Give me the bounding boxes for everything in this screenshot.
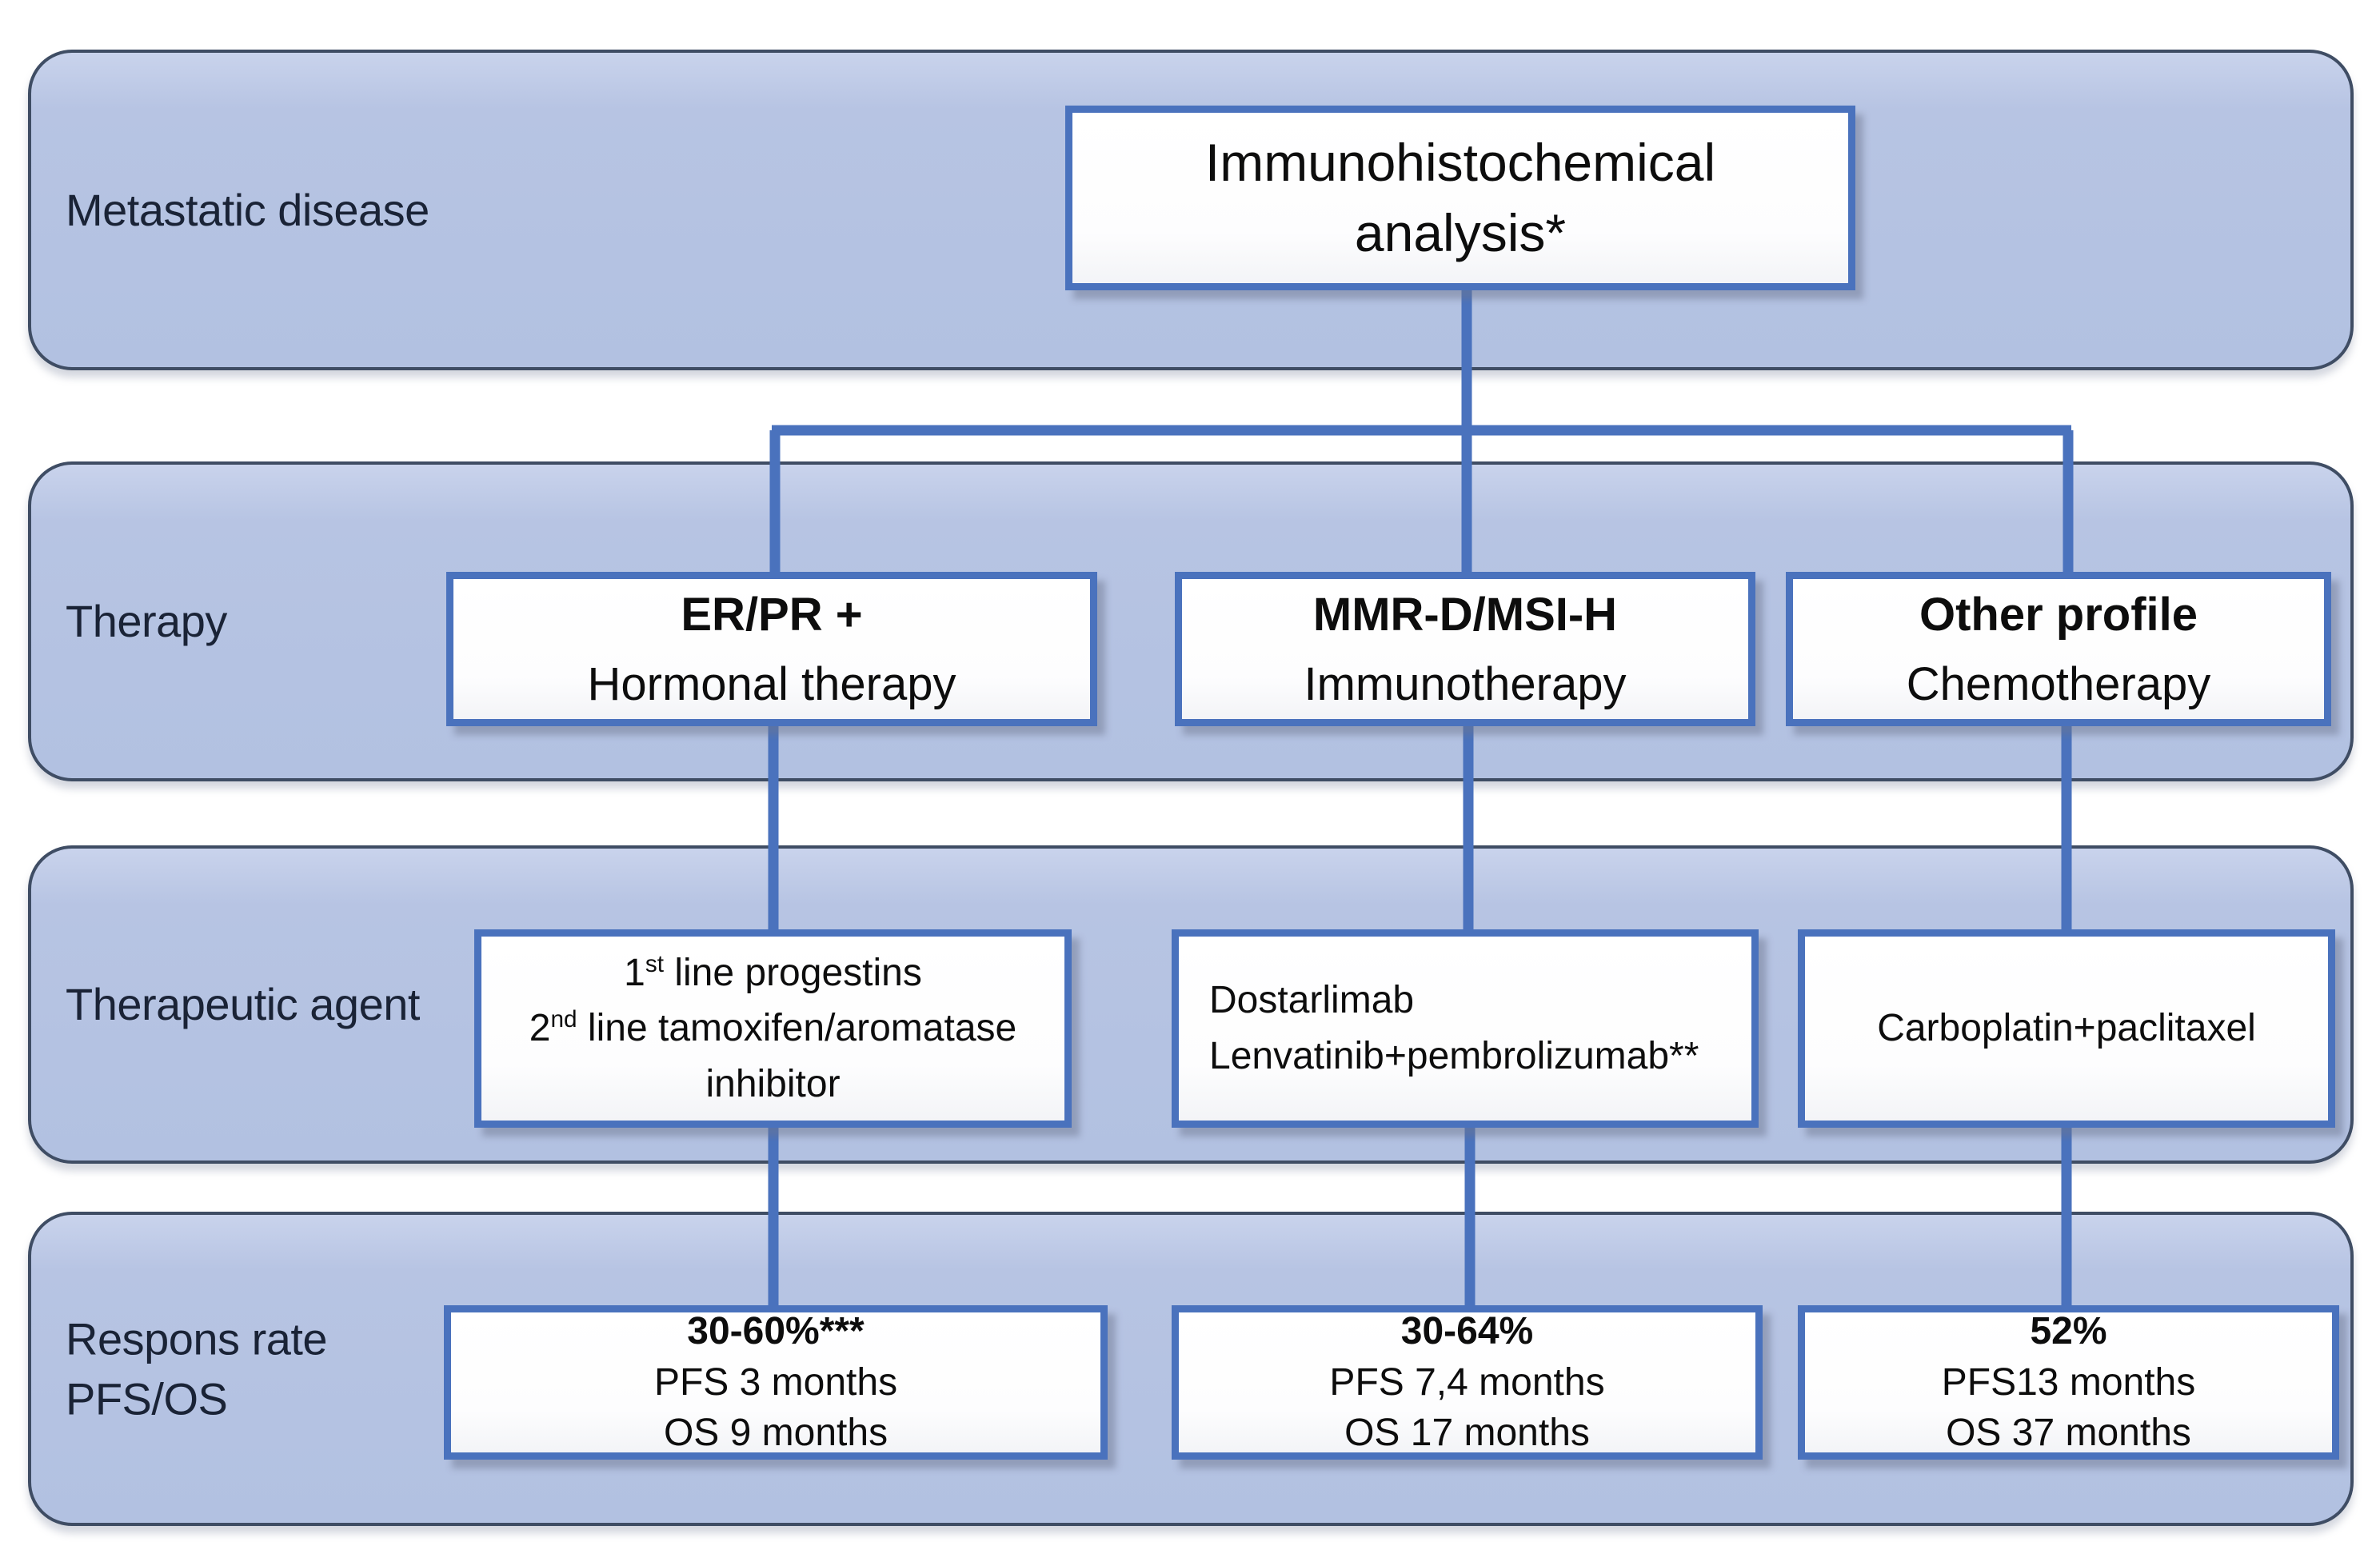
agent-hormonal-line3: inhibitor xyxy=(705,1062,841,1105)
response-box-immunotherapy: 30-64% PFS 7,4 months OS 17 months xyxy=(1172,1305,1763,1460)
therapy-immunotherapy: Immunotherapy xyxy=(1304,657,1627,710)
band-label-metastatic-disease: Metastatic disease xyxy=(66,184,429,235)
response-pfs-hormonal: PFS 3 months xyxy=(653,1360,898,1404)
therapy-box-hormonal: ER/PR + Hormonal therapy xyxy=(446,572,1097,726)
profile-other: Other profile xyxy=(1919,588,2198,641)
band-label-respons-rate-line: Respons rate xyxy=(66,1312,328,1364)
profile-mmr-d-msi-h: MMR-D/MSI-H xyxy=(1312,588,1618,641)
agent-hormonal-line1: 1st line progestins xyxy=(624,950,922,994)
agent-chemo-line1: Carboplatin+paclitaxel xyxy=(1877,1007,2256,1050)
therapy-box-immunotherapy: MMR-D/MSI-H Immunotherapy xyxy=(1175,572,1755,726)
root-box-line2: analysis* xyxy=(1354,202,1567,262)
response-box-hormonal: 30-60%*** PFS 3 months OS 9 months xyxy=(444,1305,1108,1460)
response-rate-chemo: 52% xyxy=(2030,1310,2107,1353)
response-pfs-immuno: PFS 7,4 months xyxy=(1329,1360,1605,1404)
therapy-hormonal: Hormonal therapy xyxy=(587,657,956,710)
response-rate-hormonal: 30-60%*** xyxy=(687,1310,865,1353)
agent-box-chemotherapy: Carboplatin+paclitaxel xyxy=(1798,929,2335,1128)
response-os-chemo: OS 37 months xyxy=(1946,1412,2191,1455)
therapy-chemotherapy: Chemotherapy xyxy=(1906,657,2211,710)
band-label-therapeutic-agent: Therapeutic agent xyxy=(66,979,420,1030)
agent-box-hormonal: 1st line progestins 2nd line tamoxifen/a… xyxy=(474,929,1072,1128)
agent-hormonal-line2: 2nd line tamoxifen/aromatase xyxy=(529,1006,1017,1050)
band-label-therapy: Therapy xyxy=(66,596,227,647)
therapy-box-chemotherapy: Other profile Chemotherapy xyxy=(1786,572,2331,726)
band-label-pfs-os-line: PFS/OS xyxy=(66,1373,228,1424)
agent-immuno-line1: Dostarlimab xyxy=(1209,979,1415,1022)
agent-box-immunotherapy: Dostarlimab Lenvatinib+pembrolizumab** xyxy=(1172,929,1759,1128)
root-box-line1: Immunohistochemical xyxy=(1204,133,1716,193)
agent-immuno-line2: Lenvatinib+pembrolizumab** xyxy=(1209,1035,1699,1077)
response-rate-immuno: 30-64% xyxy=(1400,1310,1534,1353)
band-label-response-rate: Respons rate PFS/OS xyxy=(66,1308,328,1429)
root-box-immunohistochemical-analysis: Immunohistochemical analysis* xyxy=(1065,106,1855,290)
response-pfs-chemo: PFS13 months xyxy=(1941,1360,2196,1404)
response-box-chemotherapy: 52% PFS13 months OS 37 months xyxy=(1798,1305,2339,1460)
profile-er-pr: ER/PR + xyxy=(681,588,863,641)
response-os-immuno: OS 17 months xyxy=(1344,1412,1590,1455)
response-os-hormonal: OS 9 months xyxy=(663,1412,889,1455)
